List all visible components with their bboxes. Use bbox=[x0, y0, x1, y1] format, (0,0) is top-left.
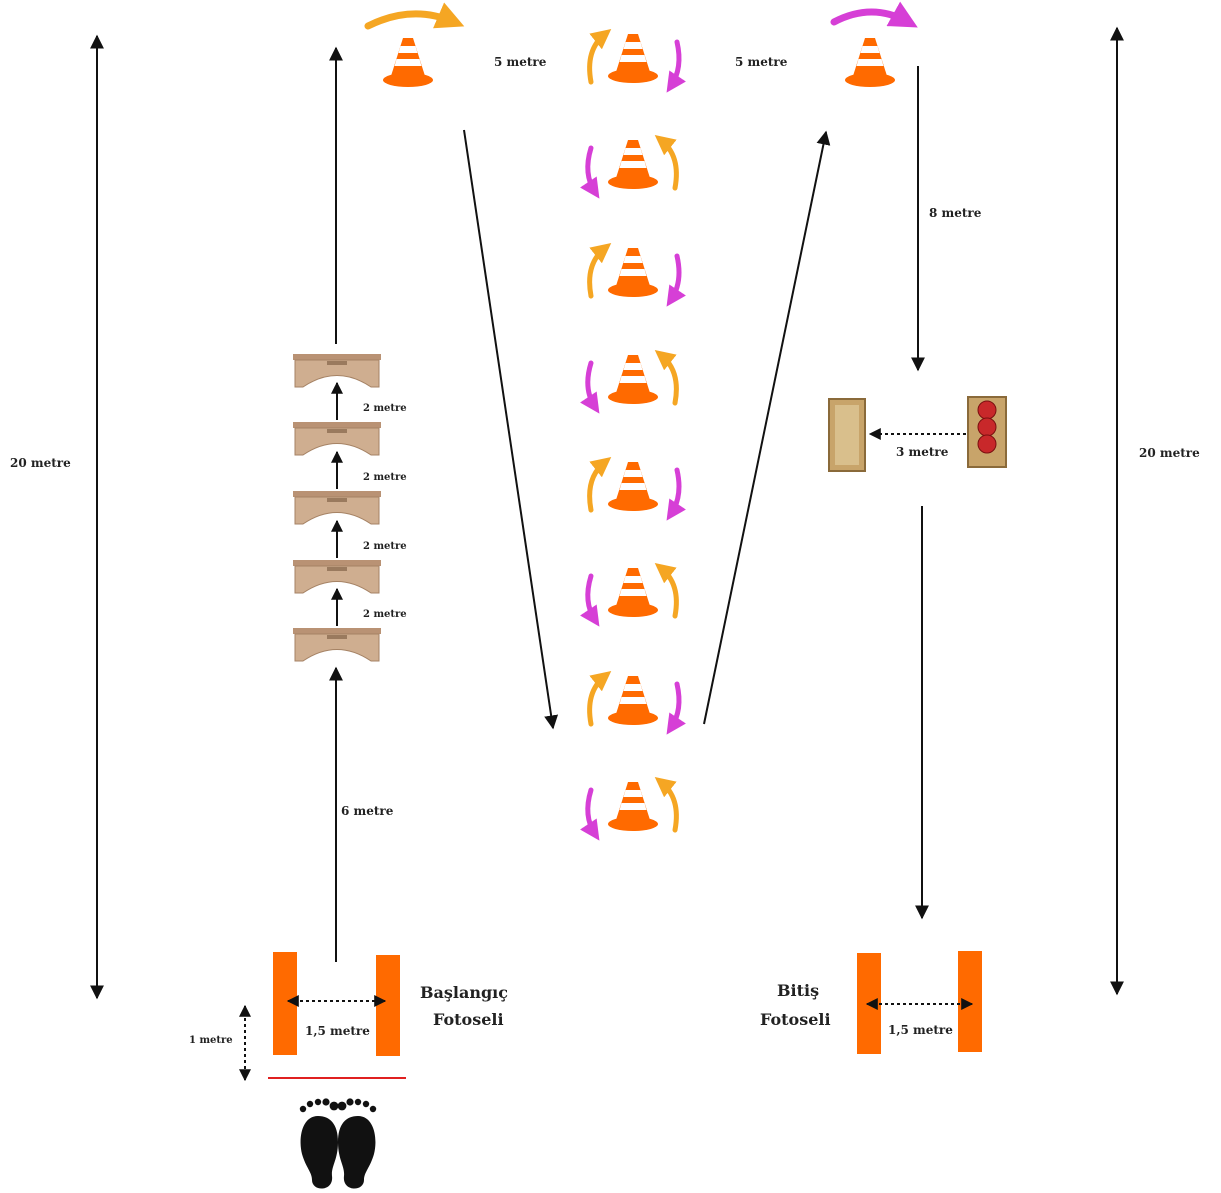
empty-box-icon bbox=[828, 398, 866, 472]
curved-arrow bbox=[666, 467, 686, 521]
cone-column bbox=[580, 28, 686, 841]
hurdle-icon bbox=[292, 627, 382, 662]
traffic-cone-icon bbox=[608, 248, 658, 297]
hurdle-icon bbox=[292, 559, 382, 594]
curved-arrow bbox=[587, 456, 612, 513]
start-gate-right-post bbox=[376, 955, 400, 1056]
zigzag-cone bbox=[587, 242, 686, 307]
diagonal-down-arrow bbox=[463, 129, 559, 730]
curved-arrow bbox=[580, 787, 600, 841]
traffic-cone-icon bbox=[608, 568, 658, 617]
label-hurdle-gap: 2 metre bbox=[363, 609, 407, 620]
curved-arrow bbox=[666, 39, 686, 93]
zigzag-cone bbox=[580, 562, 679, 627]
curved-arrow bbox=[580, 360, 600, 414]
zigzag-cone bbox=[587, 28, 686, 93]
label-right-down: 8 metre bbox=[929, 206, 982, 220]
curved-arrow bbox=[654, 562, 679, 619]
hurdle-icon bbox=[292, 353, 382, 388]
traffic-cone-icon bbox=[608, 355, 658, 404]
zigzag-cone bbox=[587, 456, 686, 521]
label-start-width: 1,5 metre bbox=[305, 1024, 370, 1038]
curved-arrow bbox=[654, 776, 679, 833]
label-top-left-gap: 5 metre bbox=[494, 55, 547, 69]
zigzag-cone bbox=[587, 670, 686, 735]
start-gate-left-post bbox=[273, 952, 297, 1055]
label-hurdle-gap: 2 metre bbox=[363, 541, 407, 552]
label-right-total: 20 metre bbox=[1139, 446, 1200, 460]
curved-arrow bbox=[580, 145, 600, 199]
zigzag-cone bbox=[580, 776, 679, 841]
diagonal-up-arrow bbox=[703, 130, 831, 725]
traffic-cone-icon bbox=[608, 782, 658, 831]
footprints-icon bbox=[299, 1098, 377, 1189]
hurdle-icon bbox=[292, 421, 382, 456]
traffic-cone-icon bbox=[383, 38, 433, 87]
label-hurdle-gap: 2 metre bbox=[363, 472, 407, 483]
curved-arrow-magenta bbox=[830, 1, 918, 28]
label-start-offset: 1 metre bbox=[189, 1035, 233, 1046]
traffic-cone-icon bbox=[608, 140, 658, 189]
zigzag-cone bbox=[580, 349, 679, 414]
traffic-cone-icon bbox=[608, 34, 658, 83]
label-hurdle-gap: 2 metre bbox=[363, 403, 407, 414]
curved-arrow bbox=[654, 134, 679, 191]
curved-arrow-orange bbox=[364, 2, 465, 30]
box-with-balls-icon bbox=[967, 396, 1007, 468]
label-start-gate-line2: Fotoseli bbox=[433, 1010, 504, 1029]
label-finish-width: 1,5 metre bbox=[888, 1023, 953, 1037]
label-top-right-gap: 5 metre bbox=[735, 55, 788, 69]
label-finish-gate-line1: Bitiş bbox=[777, 981, 819, 1000]
label-start-gate-line1: Başlangıç bbox=[420, 983, 508, 1002]
curved-arrow bbox=[587, 28, 612, 85]
label-finish-gate-line2: Fotoseli bbox=[760, 1010, 831, 1029]
curved-arrow bbox=[587, 242, 612, 299]
curved-arrow bbox=[654, 349, 679, 406]
traffic-cone-icon bbox=[608, 462, 658, 511]
label-box-gap: 3 metre bbox=[896, 445, 949, 459]
hurdle-icon bbox=[292, 490, 382, 525]
curved-arrow bbox=[580, 573, 600, 627]
curved-arrow bbox=[587, 670, 612, 727]
label-start-run: 6 metre bbox=[341, 804, 394, 818]
traffic-cone-icon bbox=[608, 676, 658, 725]
finish-gate-right-post bbox=[958, 951, 982, 1052]
traffic-cone-icon bbox=[845, 38, 895, 87]
curved-arrow bbox=[666, 253, 686, 307]
zigzag-cone bbox=[580, 134, 679, 199]
label-left-total: 20 metre bbox=[10, 456, 71, 470]
curved-arrow bbox=[666, 681, 686, 735]
